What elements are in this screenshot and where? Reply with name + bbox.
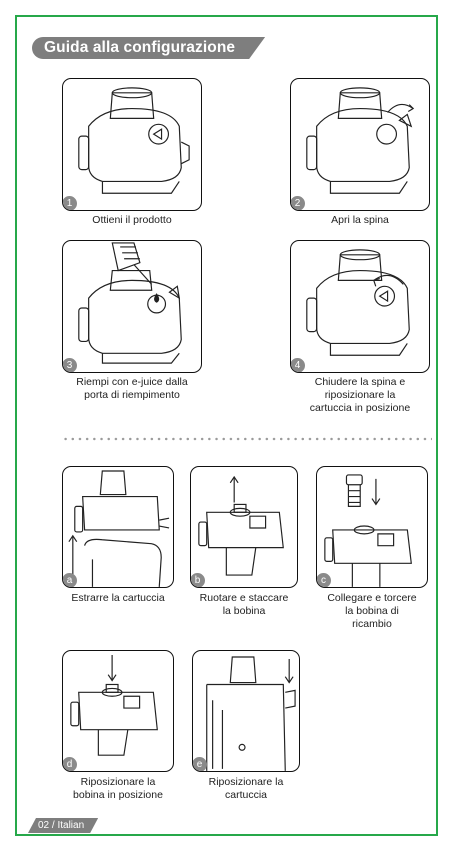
step-2-number: 2 <box>291 196 305 210</box>
step-2-illustration: 2 <box>290 78 430 211</box>
step-a-caption: Estrarre la cartuccia <box>71 592 165 604</box>
step-3-number: 3 <box>63 358 77 372</box>
page-footer-label: 02 / Italian <box>28 818 98 833</box>
page-title: Guida alla configurazione <box>32 37 265 59</box>
step-c-illustration: c <box>316 466 428 588</box>
step-e-illustration: e <box>192 650 300 772</box>
step-2-caption: Apri la spina <box>331 214 389 226</box>
step-e-caption: Riposizionare la cartuccia <box>208 776 284 801</box>
step-1-caption: Ottieni il prodotto <box>92 214 172 226</box>
step-4-number: 4 <box>291 358 305 372</box>
step-d-caption: Riposizionare la bobina in posizione <box>73 776 163 801</box>
step-c-caption: Collegare e torcere la bobina di ricambi… <box>327 592 417 630</box>
step-4-caption: Chiudere la spina e riposizionare la car… <box>309 376 411 414</box>
step-a-number: a <box>63 573 77 587</box>
step-d-number: d <box>63 757 77 771</box>
step-c-number: c <box>317 573 331 587</box>
step-1-number: 1 <box>63 196 77 210</box>
step-4-illustration: 4 <box>290 240 430 373</box>
step-b-number: b <box>191 573 205 587</box>
step-3-caption: Riempi con e-juice dalla porta di riempi… <box>76 376 188 401</box>
step-b-caption: Ruotare e staccare la bobina <box>199 592 289 617</box>
step-e-number: e <box>193 757 207 771</box>
step-3-illustration: 3 <box>62 240 202 373</box>
step-d-illustration: d <box>62 650 174 772</box>
step-1-illustration: 1 <box>62 78 202 211</box>
step-a-illustration: a <box>62 466 174 588</box>
page-border <box>15 15 438 836</box>
step-b-illustration: b <box>190 466 298 588</box>
section-divider <box>62 437 432 441</box>
